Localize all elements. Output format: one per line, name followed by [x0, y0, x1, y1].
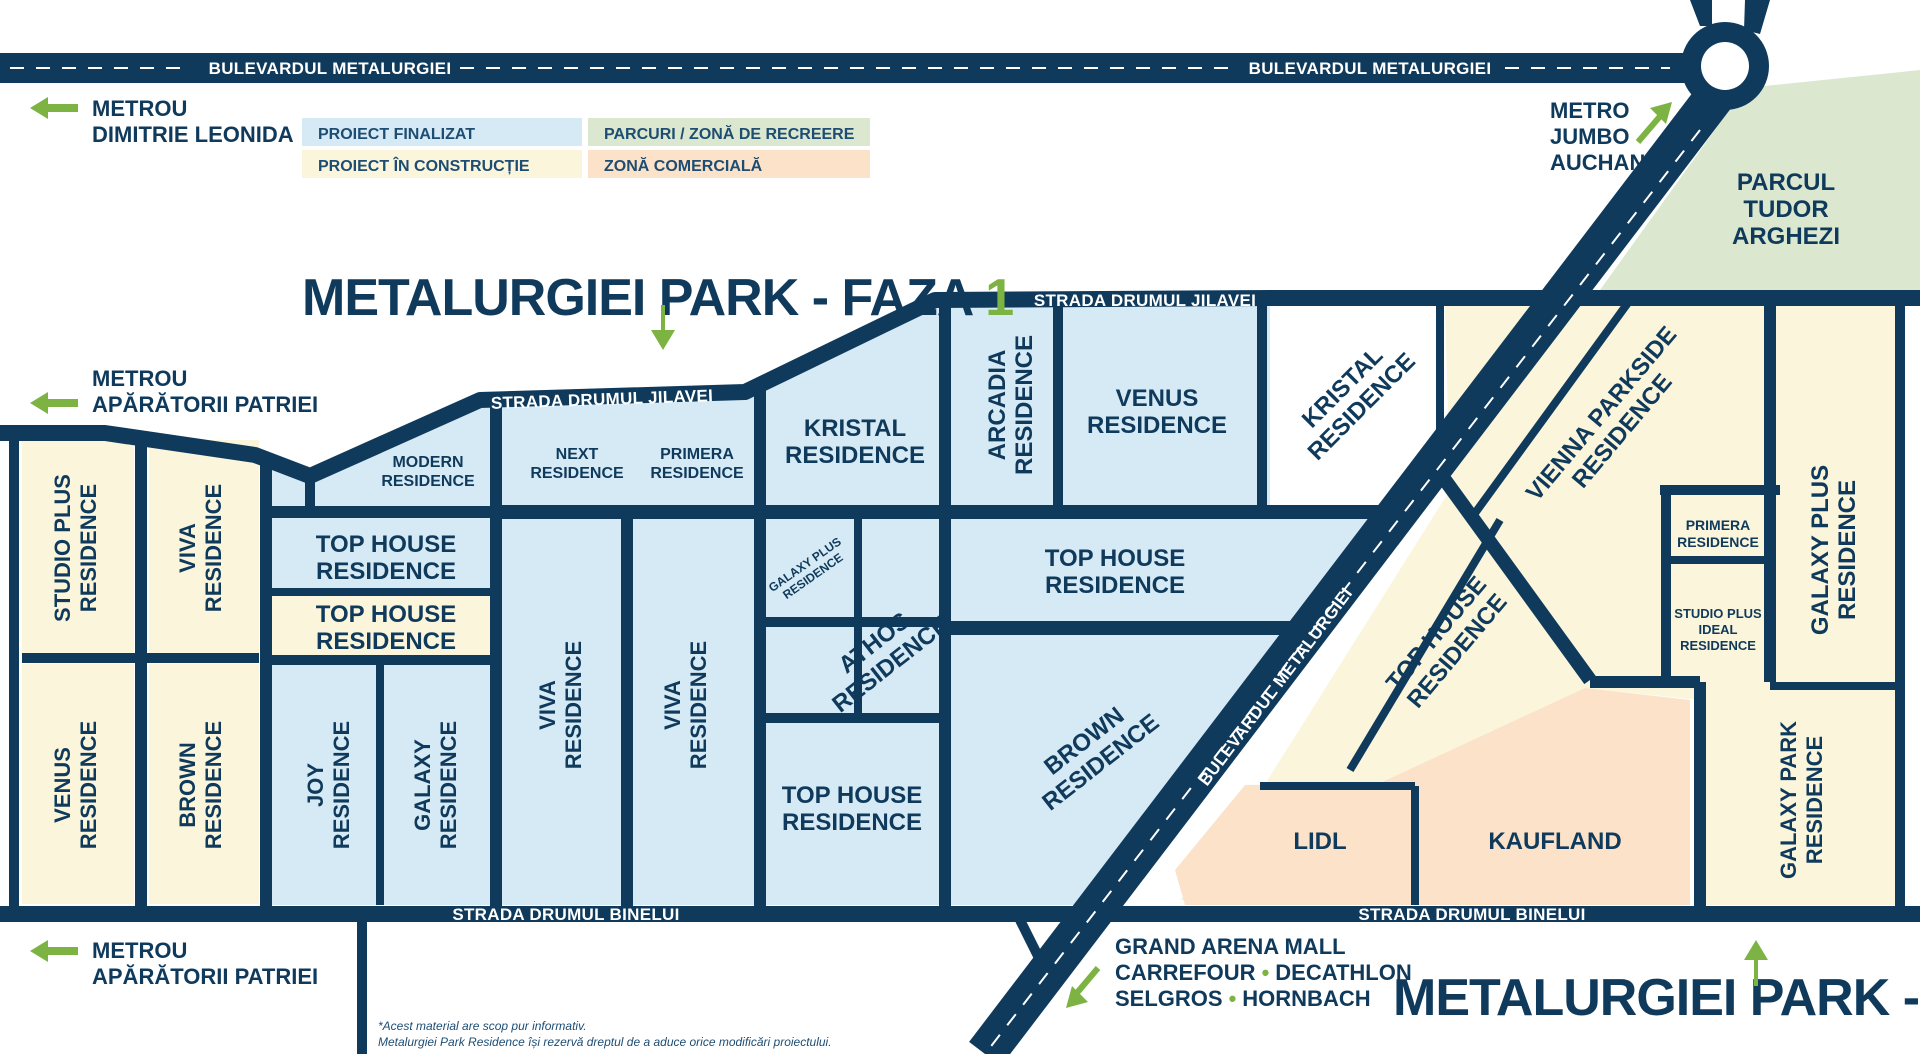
- legend-label-comercial: ZONĂ COMERCIALĂ: [604, 156, 763, 175]
- road-label-binelui-2: STRADA DRUMUL BINELUI: [1358, 905, 1585, 924]
- building-viva-mid-2: VIVARESIDENCE: [660, 641, 711, 769]
- legend-swatch-parcuri: [588, 118, 870, 146]
- arrow-up-right-icon: [1635, 102, 1672, 144]
- svg-text:SELGROS•HORNBACH: SELGROS•HORNBACH: [1115, 986, 1371, 1011]
- commercial-zone: [1175, 688, 1690, 905]
- road-label-binelui-1: STRADA DRUMUL BINELUI: [452, 905, 679, 924]
- building-galaxy-1: GALAXYRESIDENCE: [410, 721, 461, 849]
- road-label-bulevard-left: BULEVARDUL METALURGIEI: [209, 59, 452, 78]
- store-lidl: LIDL: [1293, 828, 1346, 855]
- nav-grand-arena: GRAND ARENA MALL CARREFOUR•DECATHLON SEL…: [1066, 934, 1412, 1011]
- arrow-down-left-icon: [1066, 966, 1101, 1008]
- arrow-down-faza1-icon: [651, 305, 675, 350]
- building-studio-plus: STUDIO PLUSRESIDENCE: [50, 474, 101, 622]
- legend-label-parcuri: PARCURI / ZONĂ DE RECREERE: [604, 124, 855, 143]
- top-house-2-area: [272, 596, 490, 656]
- building-galaxy-plus-right: GALAXY PLUSRESIDENCE: [1807, 465, 1861, 635]
- building-arcadia: ARCADIARESIDENCE: [984, 335, 1038, 475]
- building-kristal-2: KRISTALRESIDENCE: [1284, 329, 1421, 466]
- svg-text:GRAND ARENA MALL: GRAND ARENA MALL: [1115, 934, 1346, 959]
- park-tudor-arghezi-area: [1600, 70, 1920, 290]
- phase1-finalized-zone: [272, 303, 1385, 905]
- legend-swatch-finalizat: [302, 118, 582, 146]
- building-brown-left: BROWNRESIDENCE: [175, 721, 226, 849]
- road-label-jilavei-2: STRADA DRUMUL JILAVEI: [1034, 291, 1256, 310]
- building-venus-left: VENUSRESIDENCE: [50, 721, 101, 849]
- legend-label-finalizat: PROIECT FINALIZAT: [318, 126, 475, 143]
- store-kaufland: KAUFLAND: [1488, 828, 1621, 855]
- title-faza-2: METALURGIEI PARK - FAZA2: [1393, 969, 1920, 1027]
- legend-label-constructie: PROIECT ÎN CONSTRUCȚIE: [318, 156, 530, 175]
- arrow-up-faza2-icon: [1744, 940, 1768, 986]
- building-viva-left: VIVARESIDENCE: [175, 484, 226, 612]
- roundabout: [1681, 0, 1770, 110]
- svg-text:CARREFOUR•DECATHLON: CARREFOUR•DECATHLON: [1115, 960, 1412, 985]
- disclaimer: *Acest material are scop pur informativ.…: [378, 1019, 832, 1049]
- legend-swatch-comercial: [588, 150, 870, 178]
- building-galaxy-park: GALAXY PARKRESIDENCE: [1776, 721, 1827, 879]
- legend-swatch-constructie: [302, 150, 582, 178]
- building-joy: JOYRESIDENCE: [303, 721, 354, 849]
- road-center-dashes: [10, 67, 1701, 1054]
- phase1-west-blocks: [22, 440, 259, 904]
- legend: PROIECT FINALIZAT PROIECT ÎN CONSTRUCȚIE…: [302, 118, 870, 178]
- arrow-left-icon: [30, 392, 78, 414]
- building-viva-mid-1: VIVARESIDENCE: [535, 641, 586, 769]
- arrow-left-icon: [30, 97, 78, 119]
- arrow-left-icon: [30, 940, 78, 962]
- road-label-bulevard-right: BULEVARDUL METALURGIEI: [1249, 59, 1492, 78]
